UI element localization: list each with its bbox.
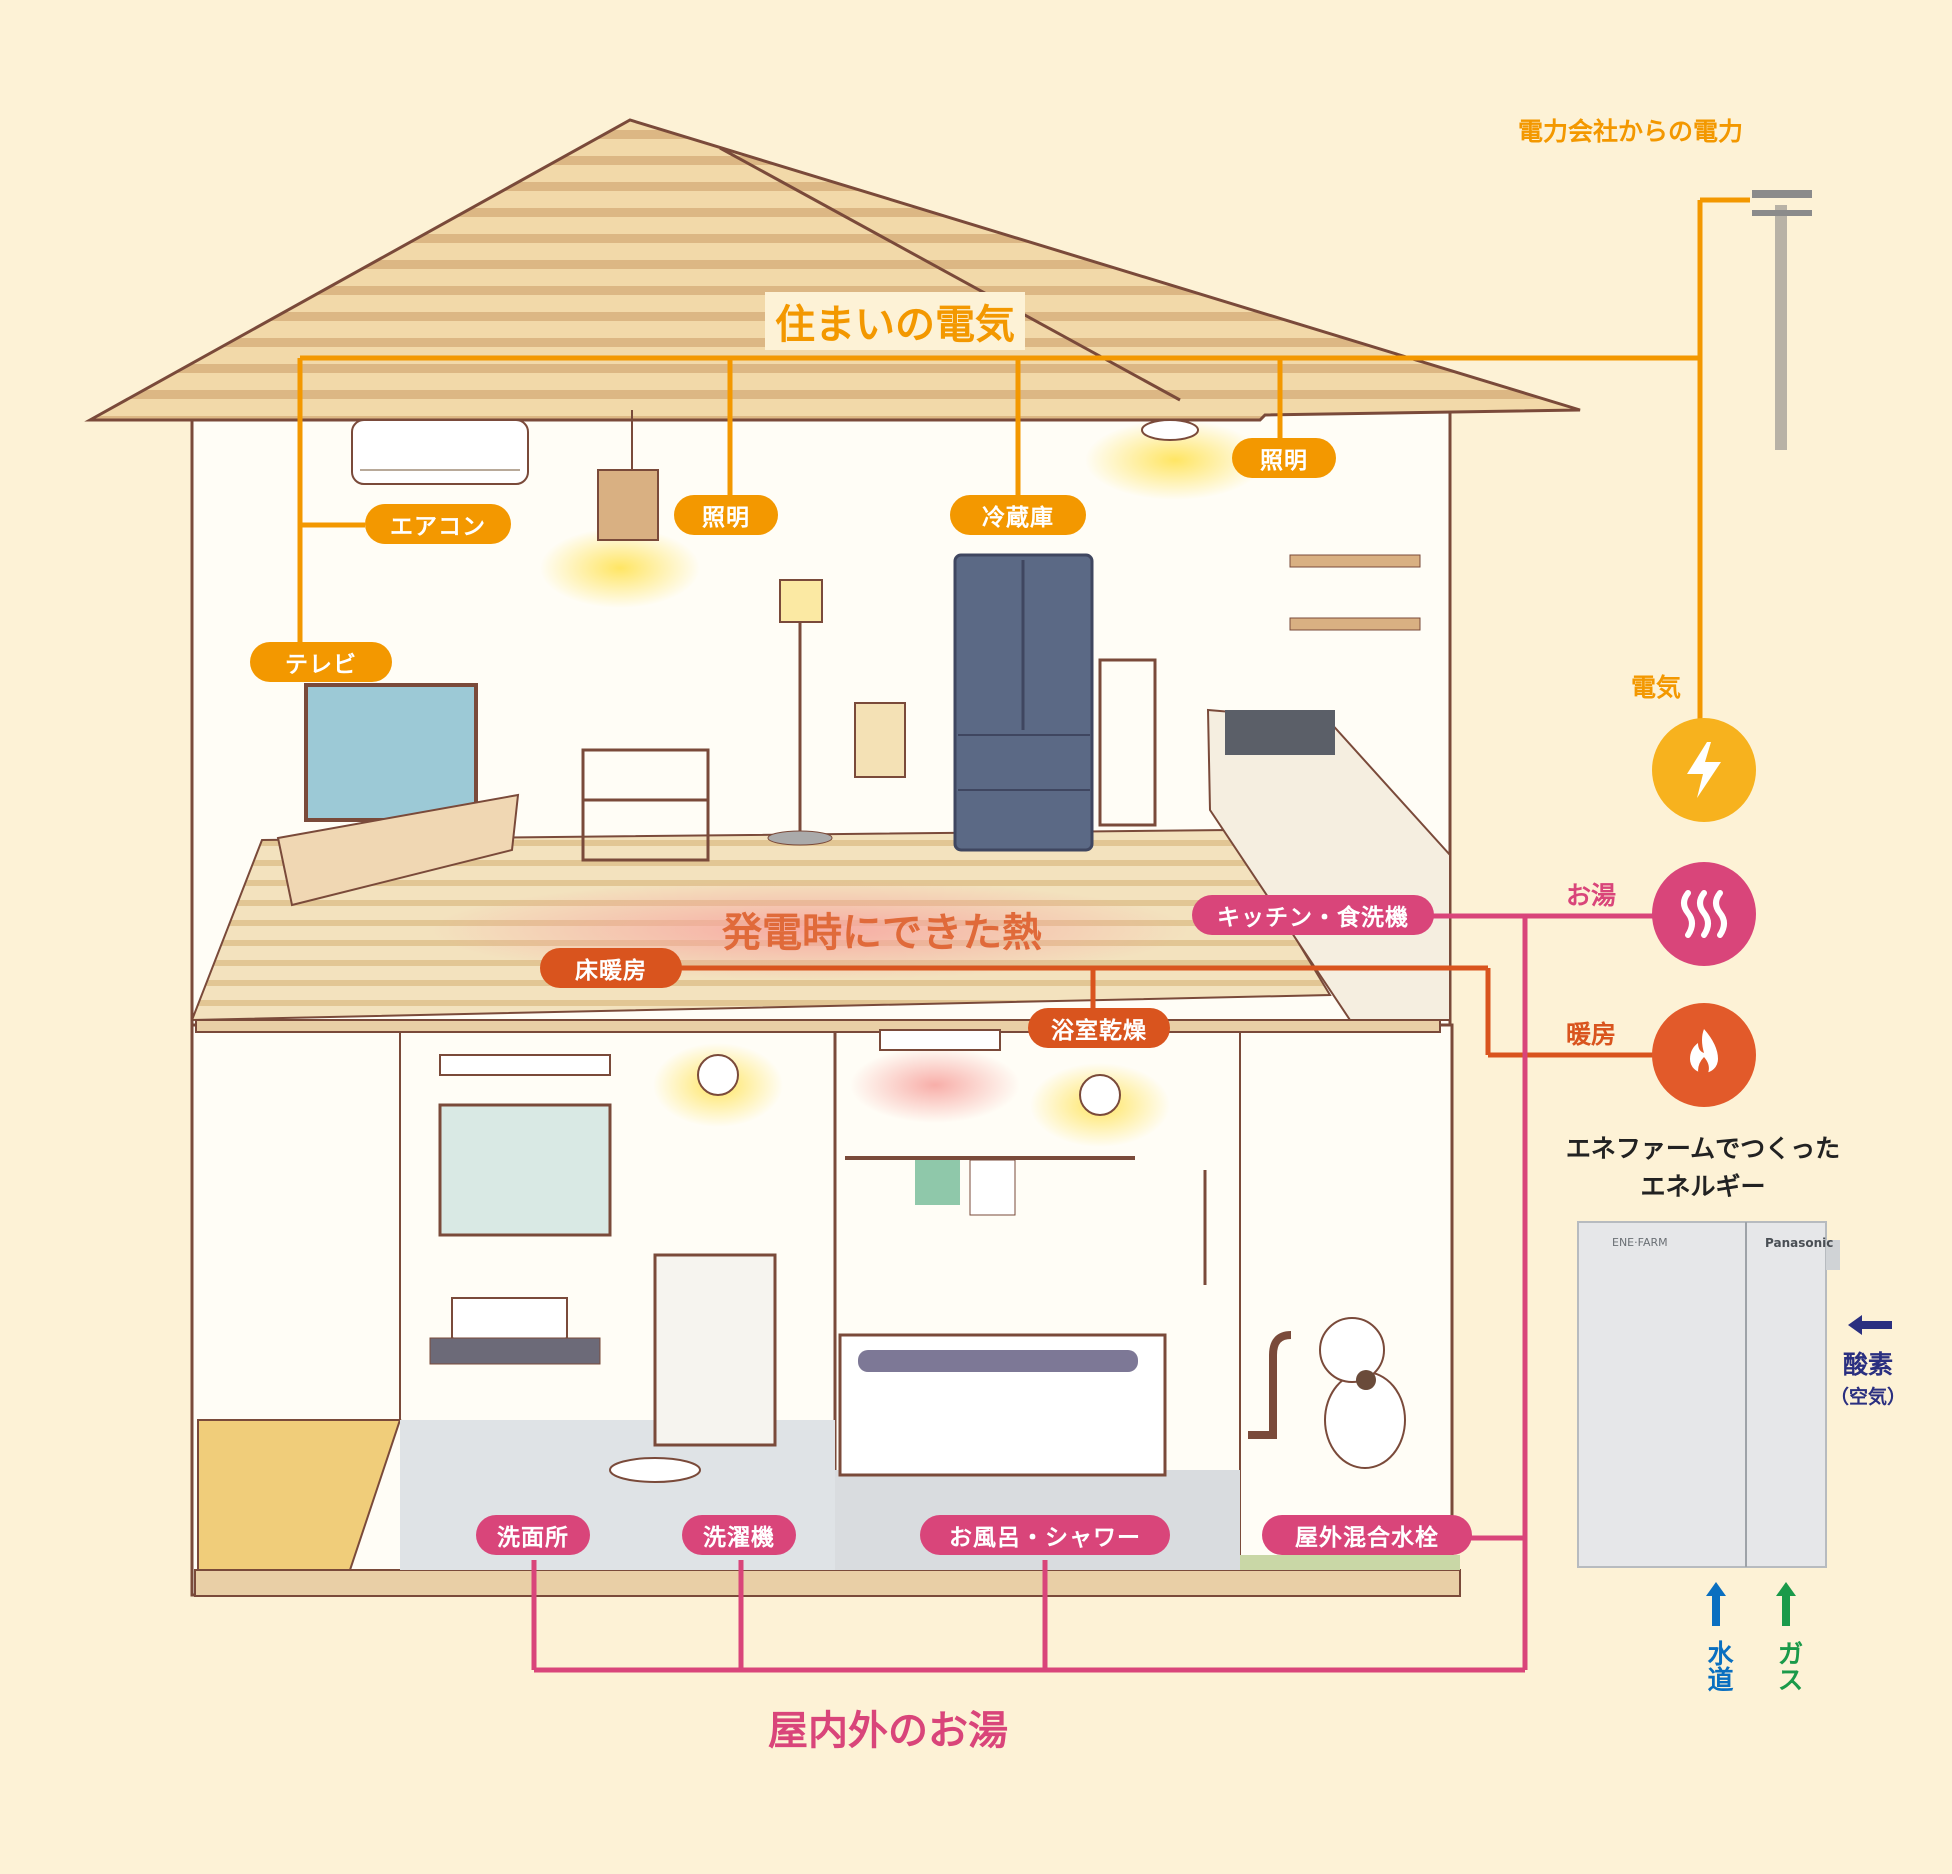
utility-pole (1775, 205, 1787, 450)
label-tv: テレビ (250, 642, 392, 682)
label-kitchen: キッチン・食洗機 (1192, 895, 1434, 935)
enefarm-energy-heading: エネファームでつくった エネルギー (1558, 1130, 1848, 1206)
electricity-lines (297, 197, 1750, 730)
flame-icon (1652, 1003, 1756, 1107)
enefarm-energy-line-1: エネファームでつくった (1565, 1134, 1841, 1163)
input-oxygen-label: 酸素 (1843, 1350, 1894, 1379)
input-oxygen-sub: （空気） (1830, 1386, 1907, 1408)
grid-power-heading: 電力会社からの電力 (1518, 117, 1744, 146)
output-electricity-label: 電気 (1631, 673, 1682, 702)
label-washroom: 洗面所 (476, 1515, 590, 1555)
enefarm-energy-line-2: エネルギー (1640, 1172, 1766, 1201)
hot-water-lines (531, 913, 1655, 1673)
lightning-icon (1652, 718, 1756, 822)
output-heating-label: 暖房 (1566, 1020, 1617, 1049)
generated-heat-heading: 発電時にできた熱 (722, 910, 1042, 956)
oxygen-arrow-icon (1848, 1315, 1892, 1335)
gas-arrow-icon (1776, 1582, 1796, 1626)
hot-water-heading: 屋内外のお湯 (768, 1708, 1008, 1754)
home-electricity-heading: 住まいの電気 (765, 292, 1025, 350)
input-gas-label: ガス (1773, 1640, 1803, 1692)
roof (84, 118, 1581, 422)
unit-brand: Panasonic (1765, 1236, 1834, 1250)
unit-logo: ENE·FARM (1612, 1236, 1668, 1249)
label-fridge: 冷蔵庫 (950, 495, 1086, 535)
tv (304, 683, 478, 822)
label-bath-dryer: 浴室乾燥 (1028, 1008, 1170, 1048)
water-arrow-icon (1706, 1582, 1726, 1626)
input-water-text: 水道 (1703, 1640, 1733, 1692)
label-bath-shower: お風呂・シャワー (920, 1515, 1170, 1555)
label-washer: 洗濯機 (682, 1515, 796, 1555)
output-hot-water-label: お湯 (1566, 881, 1617, 910)
aircon-unit (351, 419, 529, 485)
label-floor-heating: 床暖房 (540, 948, 682, 988)
enefarm-unit (1577, 1221, 1827, 1568)
label-light-1: 照明 (674, 495, 778, 535)
input-water-label: 水道 (1703, 1640, 1733, 1692)
label-aircon: エアコン (365, 504, 511, 544)
hot-water-waves-icon (1652, 862, 1756, 966)
washing-machine (653, 1253, 777, 1447)
input-gas-text: ガス (1773, 1640, 1803, 1692)
mirror-cabinet (438, 1103, 612, 1237)
label-light-2: 照明 (1232, 438, 1336, 478)
label-outdoor-faucet: 屋外混合水栓 (1262, 1515, 1472, 1555)
